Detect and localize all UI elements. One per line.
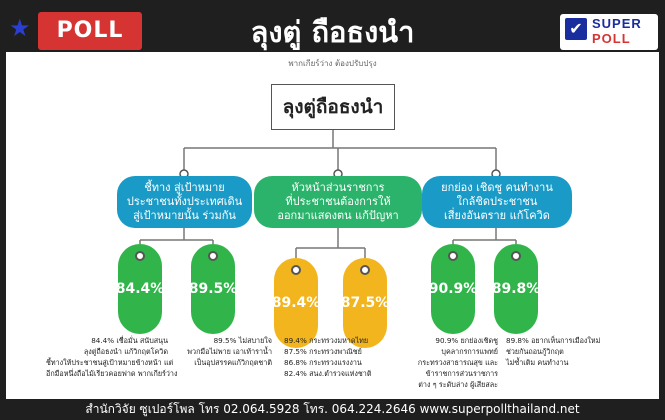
note-line: 90.9% ยกย่องเชิดชู: [435, 336, 498, 345]
category-line: เสี่ยงอันตราย แก้โควิด: [444, 209, 550, 222]
category-line: ออกมาแสดงตน แก้ปัญหา: [277, 209, 399, 222]
note-line: 87.5% กระทรวงพาณิชย์: [284, 347, 362, 356]
poll-badge: POLL: [38, 12, 142, 50]
checkmark-icon: ✔: [565, 18, 587, 40]
percent-pill: 89.8%: [491, 244, 541, 334]
superpoll-logo: ✔ SUPER POLL: [560, 14, 658, 50]
category-line: สู่เป้าหมายนั้น ร่วมกัน: [133, 209, 236, 222]
note-line: 89.8% อยากเห็นการเมืองใหม่: [506, 336, 601, 345]
note-line: 82.4% สนง.ตำรวจแห่งชาติ: [284, 369, 372, 378]
note-line: ลุงตู่ถือธงนำ แก้วิกฤตโควิด: [83, 347, 168, 356]
category-direction: ชี้ทาง สู่เป้าหมาย ประชาชนทั้งประเทศเดิน…: [117, 176, 252, 228]
pill-value: 84.4%: [115, 281, 165, 297]
category-line: ยกย่อง เชิดชู คนทำงาน: [441, 181, 553, 194]
note-frontline: 90.9% ยกย่องเชิดชู บุคลากรการแพทย์ กระทร…: [394, 335, 498, 390]
note-obstacle: 89.5% ไม่สบายใจ พวกมือไม่พาย เอาเท้าราน้…: [172, 335, 272, 368]
note-line: 89.5% ไม่สบายใจ: [213, 336, 272, 345]
note-line: ต่าง ๆ ระดับล่าง ผู้เสียสละ: [418, 380, 498, 389]
percent-pill: 90.9%: [428, 244, 478, 334]
percent-pill: 87.5%: [340, 258, 390, 348]
category-line: หัวหน้าส่วนราชการ: [291, 181, 385, 194]
pill-hole-icon: [511, 251, 521, 261]
category-line: ชี้ทาง สู่เป้าหมาย: [144, 181, 225, 194]
note-line: เป็นอุปสรรคแก้วิกฤตชาติ: [194, 358, 272, 367]
pill-value: 90.9%: [428, 281, 478, 297]
note-line: อีกมือหนึ่งถือไม้เรียวคอยฟาด พากเกียร์ว่…: [46, 369, 178, 378]
root-node: ลุงตู่ถือธงนำ: [271, 84, 395, 130]
logo-text-super: SUPER: [592, 16, 642, 31]
pill-value: 89.5%: [188, 281, 238, 297]
pill-hole-icon: [135, 251, 145, 261]
star-icon: ★: [9, 14, 31, 42]
note-line: 86.8% กระทรวงแรงงาน: [284, 358, 362, 367]
logo-text-poll: POLL: [592, 31, 631, 46]
note-line: บุคลากรการแพทย์: [441, 347, 498, 356]
note-line: 89.4% กระทรวงมหาดไทย: [284, 336, 369, 345]
pill-hole-icon: [291, 265, 301, 275]
note-ministries: 89.4% กระทรวงมหาดไทย 87.5% กระทรวงพาณิชย…: [284, 335, 392, 379]
note-line: 84.4% เชื่อมั่น สนับสนุน: [91, 336, 168, 345]
note-line: กระทรวงสาธารณสุข และ: [417, 358, 498, 367]
category-line: ประชาชนทั้งประเทศเดิน: [126, 195, 243, 208]
category-line: ที่ประชาชนต้องการให้: [285, 195, 391, 208]
category-frontline-workers: ยกย่อง เชิดชู คนทำงาน ใกล้ชิดประชาชน เสี…: [422, 176, 572, 228]
pill-hole-icon: [360, 265, 370, 275]
pill-value: 89.4%: [271, 295, 321, 311]
category-agency-heads: หัวหน้าส่วนราชการ ที่ประชาชนต้องการให้ อ…: [254, 176, 422, 228]
note-direction: 84.4% เชื่อมั่น สนับสนุน ลุงตู่ถือธงนำ แ…: [46, 335, 178, 379]
note-line: ช่วยกันถอนกู้วิกฤต: [506, 347, 564, 356]
percent-pill: 89.5%: [188, 244, 238, 334]
pill-value: 89.8%: [491, 281, 541, 297]
note-line: ข้าราชการส่วนราชการ: [425, 369, 498, 378]
category-line: ใกล้ชิดประชาชน: [456, 195, 538, 208]
percent-pill: 89.4%: [271, 258, 321, 348]
pill-hole-icon: [448, 251, 458, 261]
percent-pill: 84.4%: [115, 244, 165, 334]
note-new-politics: 89.8% อยากเห็นการเมืองใหม่ ช่วยกันถอนกู้…: [506, 335, 616, 368]
pill-hole-icon: [208, 251, 218, 261]
content-panel: พากเกียร์ว่าง ต้องปรับปรุง ลุงตู่ถือธงนำ: [6, 52, 659, 399]
note-line: พวกมือไม่พาย เอาเท้าราน้ำ: [187, 347, 272, 356]
footer-contact: สำนักวิจัย ซูเปอร์โพล โทร 02.064.5928 โท…: [85, 402, 580, 416]
page-title: ลุงตู่ ถือธงนำ: [250, 15, 415, 49]
subtitle: พากเกียร์ว่าง ต้องปรับปรุง: [288, 59, 377, 68]
note-line: ไม่ซ้ำเติม คนทำงาน: [506, 358, 569, 367]
note-line: ชี้ทางให้ประชาชนสู่เป้าหมายข้างหน้า แต่: [46, 358, 174, 367]
pill-value: 87.5%: [340, 295, 390, 311]
